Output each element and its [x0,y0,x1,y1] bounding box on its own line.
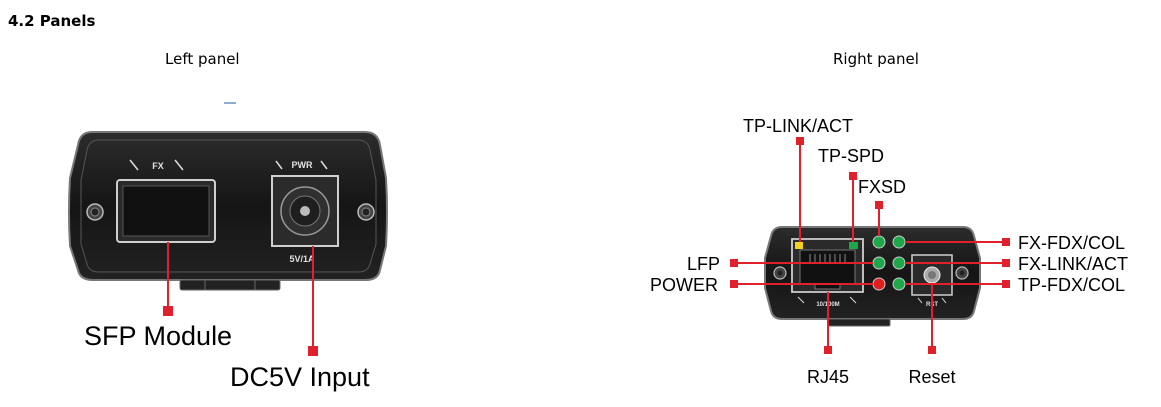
fx-fdx-col-led [892,235,906,249]
mounting-screw-icon [357,203,375,221]
power-label: POWER [650,275,718,295]
reset-label: Reset [908,367,955,387]
section-heading: 4.2 Panels [8,12,96,30]
tp-link-act-label: TP-LINK/ACT [743,116,853,136]
right-panel-title: Right panel [833,50,919,68]
tp-fdx-col-label: TP-FDX/COL [1018,275,1125,295]
tp-spd-label: TP-SPD [818,146,884,166]
rj45-label: RJ45 [807,367,849,387]
fx-link-act-led [892,256,906,270]
tp-link-act-led [795,242,803,249]
left-panel-title: Left panel [165,50,240,68]
fxsd-label: FXSD [858,177,906,197]
tp-fdx-col-led [892,277,906,291]
mounting-screw-icon [773,266,787,280]
tp-spd-led [849,242,858,249]
left-panel-device: FX PWR 5V/1A [68,102,388,291]
fx-fdx-col-label: FX-FDX/COL [1018,233,1125,253]
rj45-port [791,238,864,293]
status-leds [872,235,906,291]
mounting-screw-icon [955,266,969,280]
fxsd-led [872,235,886,249]
dc-power-jack [271,175,339,247]
fx-silkscreen: FX [152,161,164,171]
left-callout-lines [163,242,318,356]
pwr-silkscreen: PWR [292,160,313,170]
power-led [872,277,886,291]
mounting-screw-icon [86,203,104,221]
rating-silkscreen: 5V/1A [289,254,315,264]
sfp-port [116,179,216,243]
fx-link-act-label: FX-LINK/ACT [1018,254,1128,274]
sfp-module-label: SFP Module [84,321,232,351]
right-callout-lines [730,137,1010,354]
lfp-led [872,256,886,270]
dc5v-input-label: DC5V Input [230,362,370,392]
lfp-label: LFP [687,254,720,274]
right-panel-device: 10/100M RST [764,226,981,327]
